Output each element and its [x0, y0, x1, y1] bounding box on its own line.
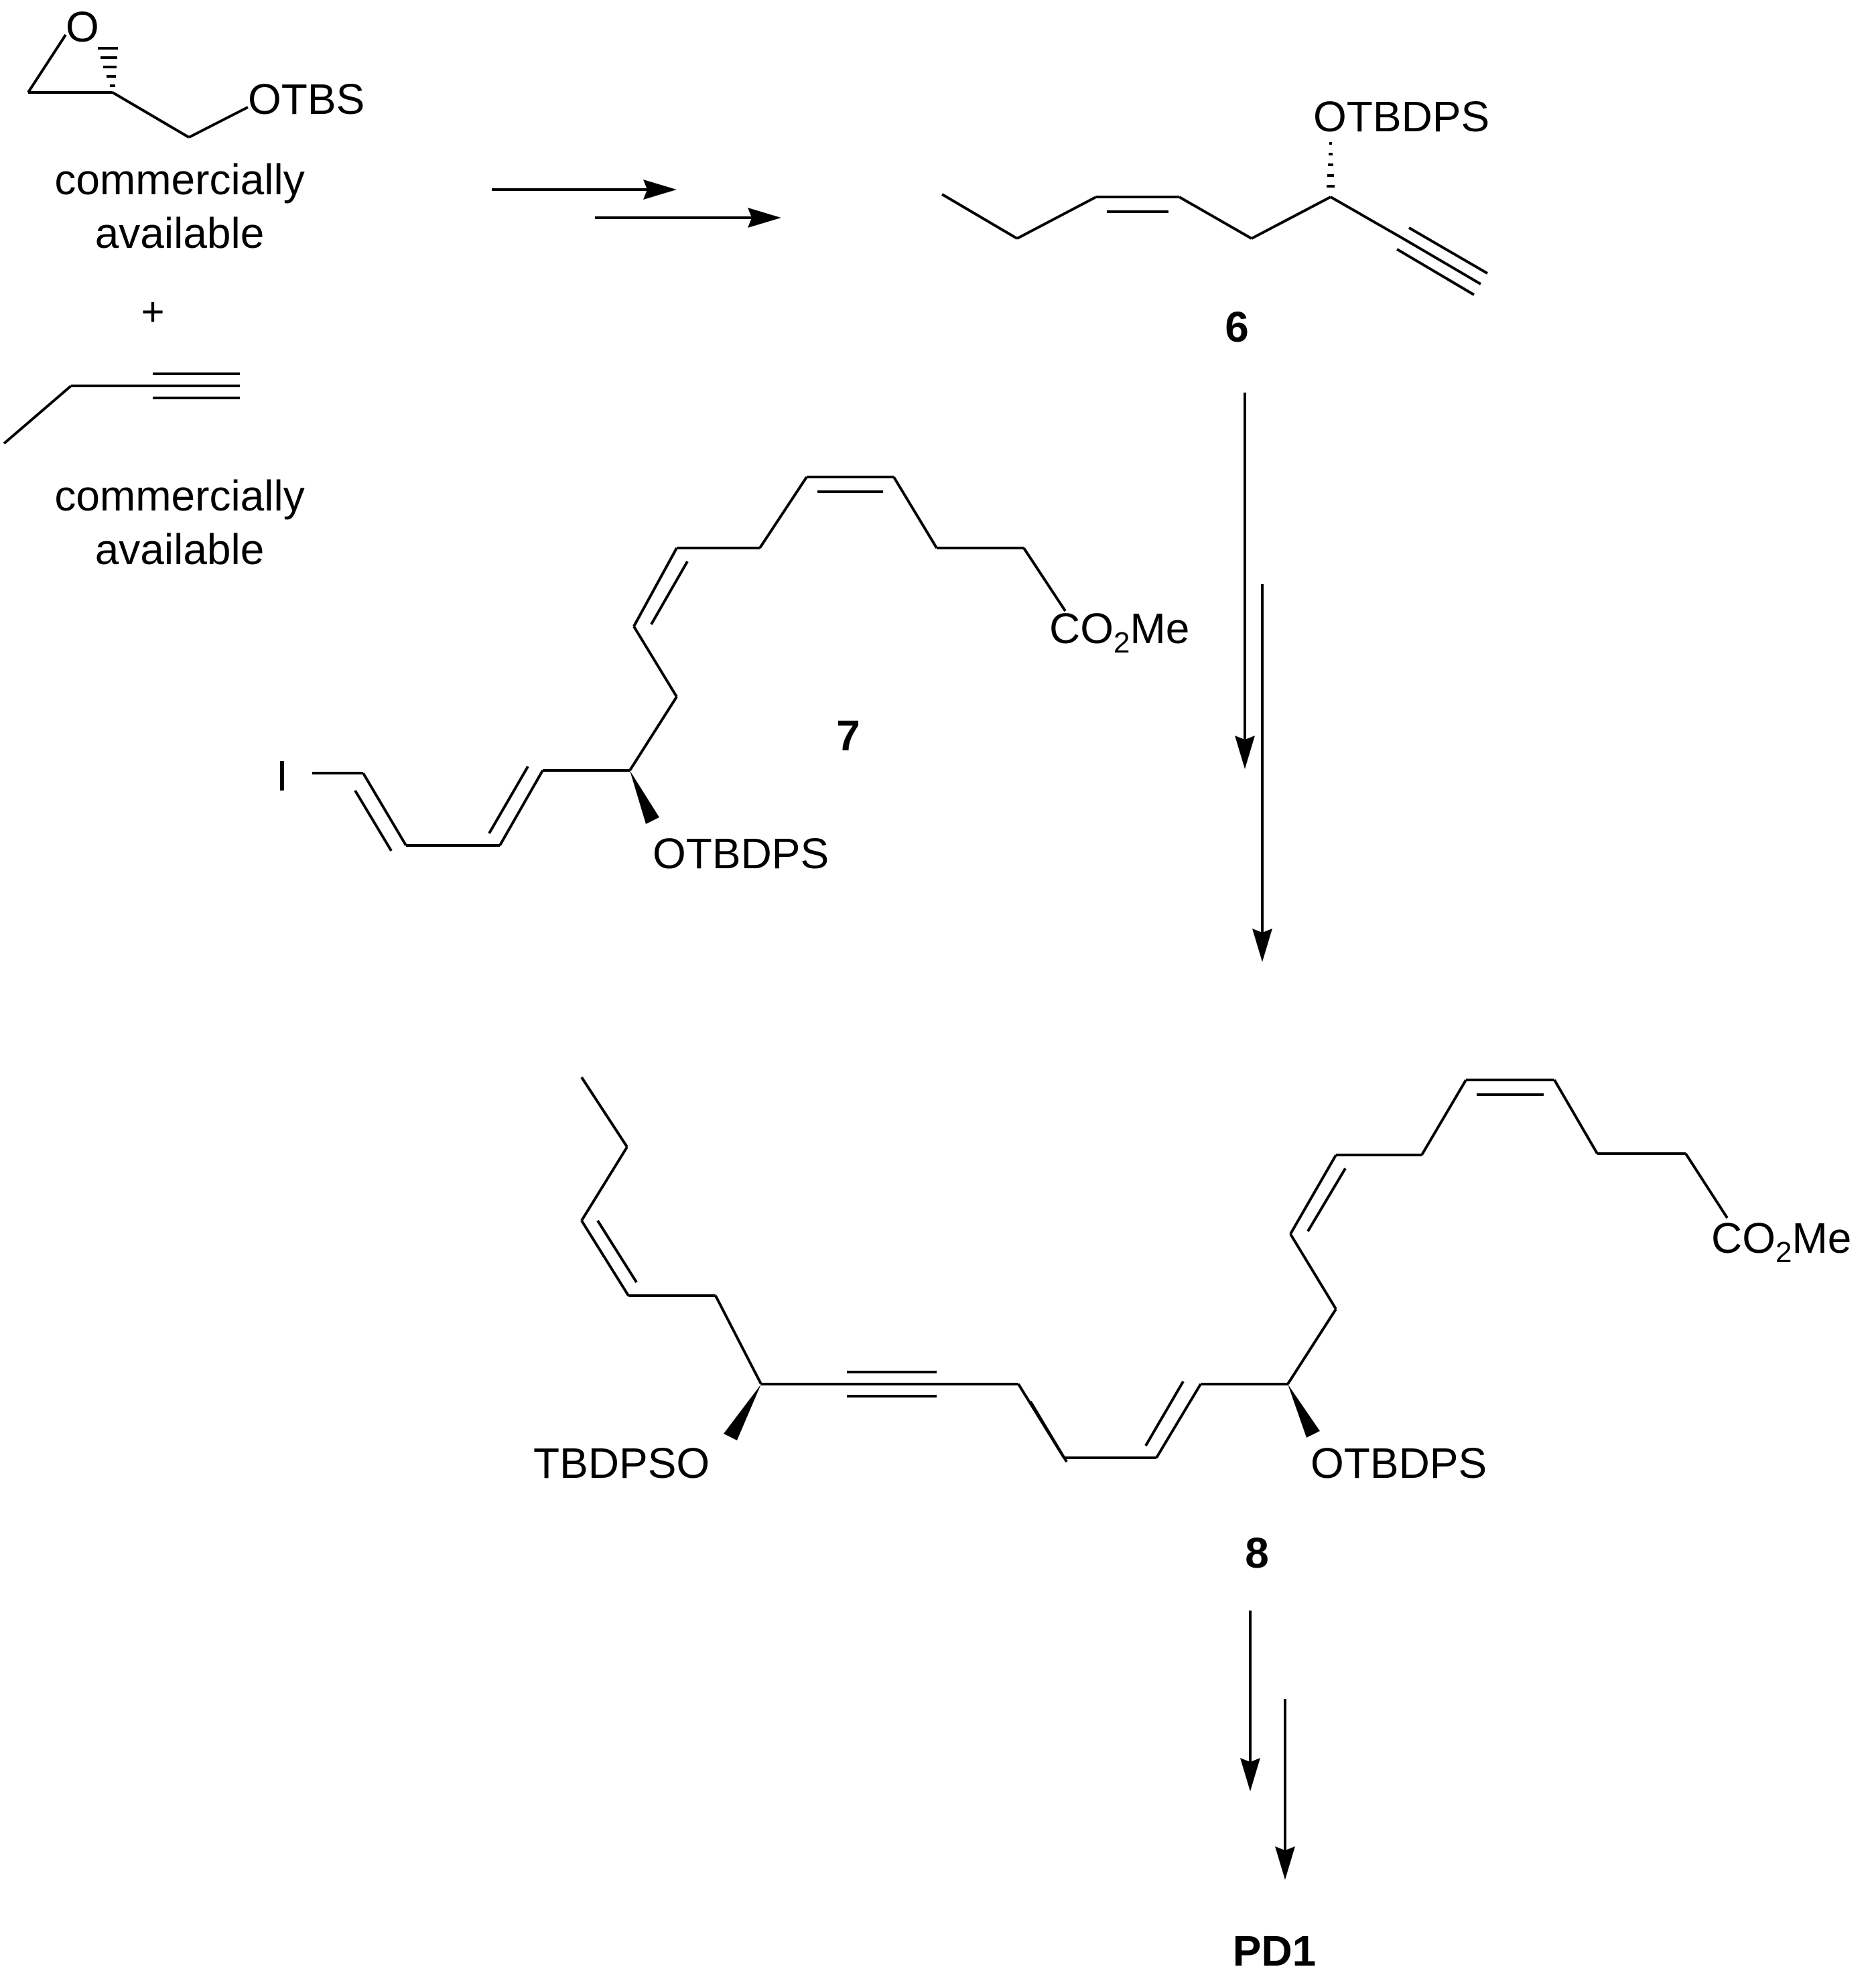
compound-8-tbdpso-label: TBDPSO — [533, 1439, 710, 1487]
commercially-available-caption-2b: available — [95, 525, 265, 573]
epoxide-bond — [27, 33, 67, 94]
bold-wedge-bond — [630, 770, 659, 824]
commercially-available-caption-2: commercially — [54, 472, 304, 520]
multistep-arrow-to-8 — [1235, 393, 1272, 962]
compound-7-iodo-label: I — [276, 752, 288, 800]
epoxide-oxygen-label: O — [66, 3, 99, 51]
commercially-available-caption-1b: available — [95, 209, 265, 257]
hashed-wedge-bond — [1327, 142, 1335, 188]
plus-sign: + — [141, 289, 164, 334]
multistep-arrow-to-pd1 — [1240, 1611, 1295, 1880]
compound-7-ester-label: CO2Me — [1049, 604, 1189, 659]
compound-7-structure — [312, 476, 1067, 852]
hashed-wedge-bond — [98, 47, 118, 87]
compound-6-number: 6 — [1225, 303, 1249, 351]
pd1-product-label: PD1 — [1233, 1927, 1317, 1975]
compound-7-otbdps-label: OTBDPS — [653, 829, 829, 878]
chain-bond — [111, 91, 190, 139]
commercially-available-caption-1: commercially — [54, 155, 304, 204]
compound-8-otbdps-label: OTBDPS — [1311, 1439, 1487, 1487]
compound-6-structure — [941, 142, 1489, 296]
glycidyl-otbs-structure: O OTBS — [27, 3, 364, 139]
chain-bond — [188, 106, 249, 139]
butyne-structure — [3, 372, 240, 445]
compound-8-number: 8 — [1245, 1529, 1269, 1577]
compound-7-number: 7 — [836, 711, 860, 760]
compound-8-structure — [580, 1076, 1729, 1463]
otbs-label: OTBS — [248, 75, 364, 123]
bold-wedge-bond — [724, 1384, 761, 1440]
compound-8-ester-label: CO2Me — [1711, 1214, 1851, 1269]
multistep-arrow-to-6 — [492, 180, 781, 228]
bold-wedge-bond — [1288, 1384, 1320, 1438]
compound-6-otbdps-label: OTBDPS — [1313, 92, 1489, 141]
